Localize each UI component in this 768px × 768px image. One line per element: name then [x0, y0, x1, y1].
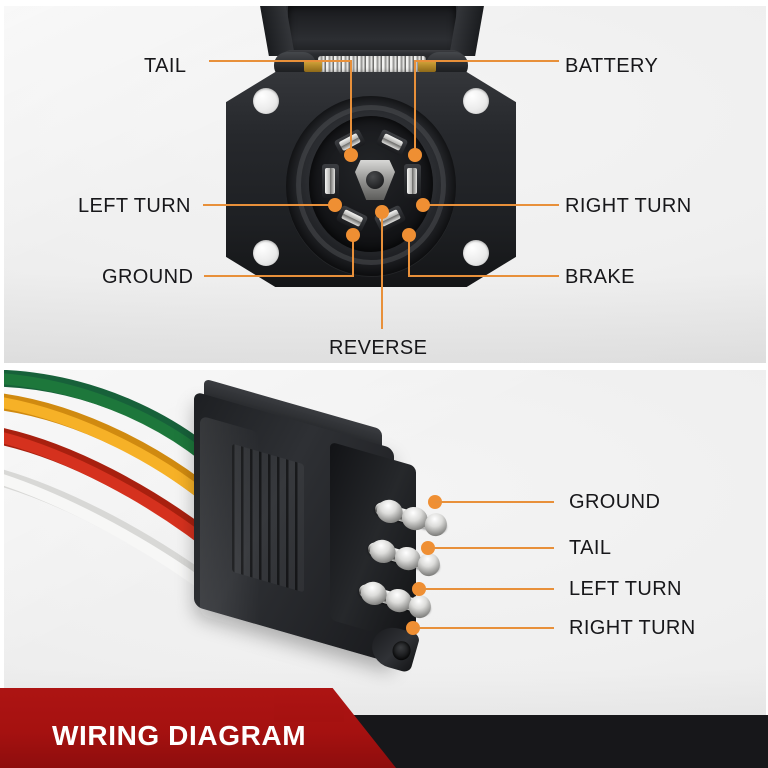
socket-terminal-right-turn — [404, 164, 421, 198]
socket-lid-inner — [288, 6, 456, 56]
footer-title: WIRING DIAGRAM — [52, 720, 307, 751]
label-reverse-7way: REVERSE — [329, 337, 428, 359]
dot-battery — [408, 148, 422, 162]
leader-battery-vertical — [414, 60, 416, 154]
socket-screw-hole — [253, 240, 279, 266]
leader-right-turn-4pin — [413, 627, 554, 629]
dot-tail — [344, 148, 358, 162]
socket-terminal-left-turn — [322, 164, 339, 198]
socket-bezel-ring — [296, 105, 446, 265]
leader-battery-horizontal — [414, 60, 559, 62]
leader-reverse-vertical — [381, 211, 383, 329]
dot-brake — [402, 228, 416, 242]
connector-highlight — [200, 415, 260, 633]
label-right-turn-7way: RIGHT TURN — [565, 195, 692, 217]
socket-screw-hole — [463, 240, 489, 266]
label-tail-7way: TAIL — [144, 55, 187, 77]
panel-7way-socket: TAIL BATTERY LEFT TURN RIGHT TURN GROUND… — [4, 6, 766, 363]
leader-ground-4pin — [435, 501, 554, 503]
leader-tail-vertical — [350, 60, 352, 154]
socket-spring-pin-right — [418, 60, 436, 72]
socket-screw-hole — [253, 88, 279, 114]
trailer-socket-7way-illustration — [226, 6, 516, 308]
label-ground-4pin: GROUND — [569, 491, 661, 513]
socket-screw-hole — [463, 88, 489, 114]
leader-right-turn — [422, 204, 559, 206]
leader-left-turn — [203, 204, 334, 206]
dot-reverse — [375, 205, 389, 219]
label-right-turn-4pin: RIGHT TURN — [569, 617, 696, 639]
footer-red-banner — [0, 688, 396, 768]
label-battery-7way: BATTERY — [565, 55, 659, 77]
label-tail-4pin: TAIL — [569, 537, 612, 559]
leader-tail-4pin — [428, 547, 554, 549]
label-left-turn-4pin: LEFT TURN — [569, 578, 682, 600]
socket-spring-pin-left — [304, 60, 322, 72]
label-left-turn-7way: LEFT TURN — [78, 195, 191, 217]
label-ground-7way: GROUND — [102, 266, 194, 288]
label-brake-7way: BRAKE — [565, 266, 635, 288]
flat-4pin-connector-illustration — [182, 378, 462, 676]
leader-ground-vertical — [352, 234, 354, 275]
dot-right-turn — [416, 198, 430, 212]
leader-tail-horizontal — [209, 60, 352, 62]
socket-lid — [274, 6, 470, 56]
leader-brake-horizontal — [408, 275, 559, 277]
leader-brake-vertical — [408, 234, 410, 275]
leader-left-turn-4pin — [419, 588, 554, 590]
dot-left-turn — [328, 198, 342, 212]
leader-ground-horizontal — [204, 275, 354, 277]
dot-ground — [346, 228, 360, 242]
